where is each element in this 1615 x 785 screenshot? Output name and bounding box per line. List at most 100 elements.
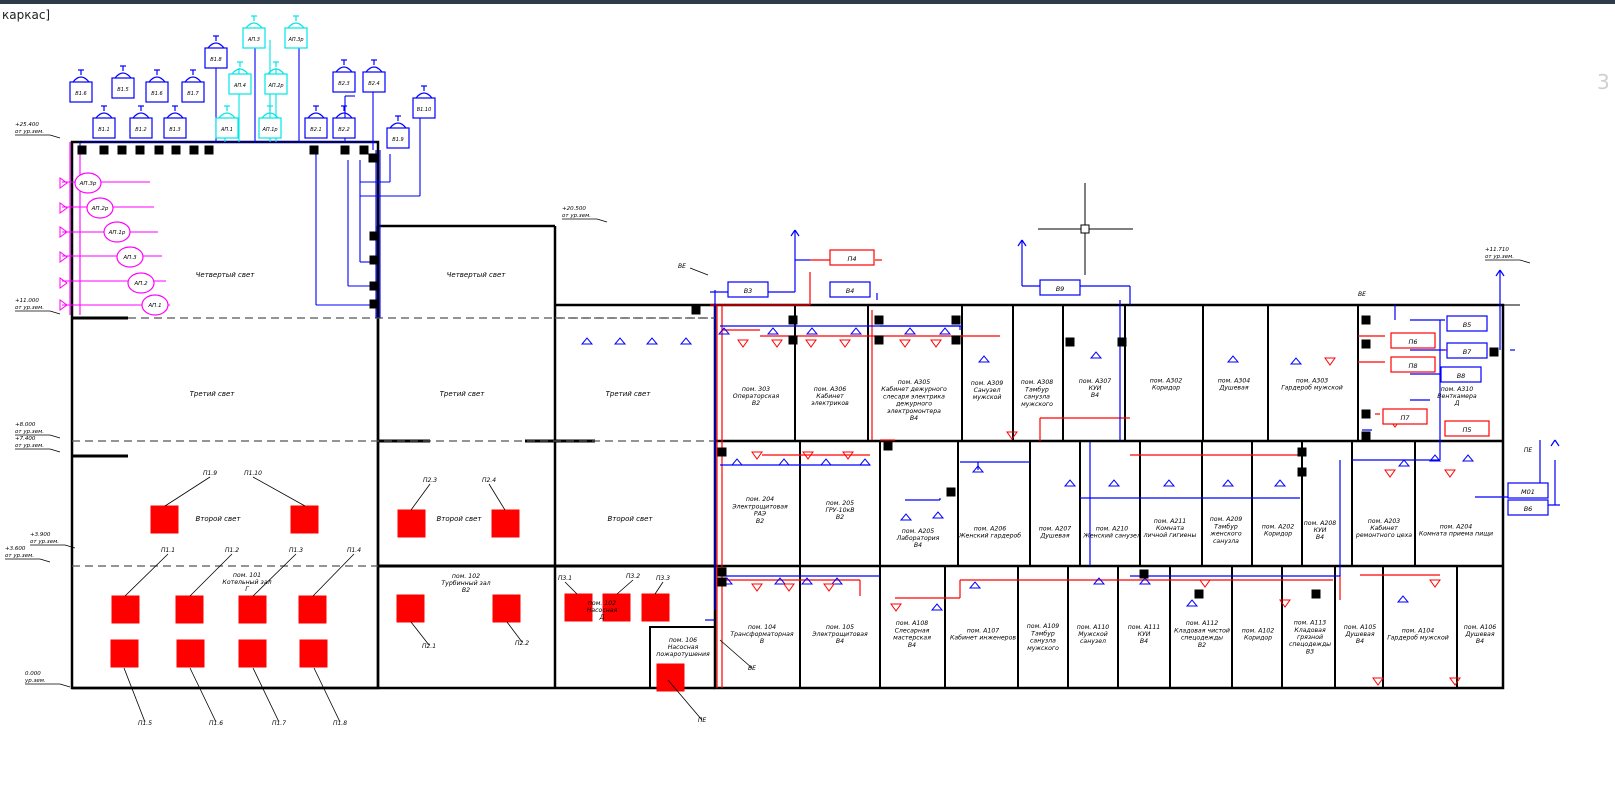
magenta-unit-body: [141, 294, 169, 316]
level-mark-value: +3.900: [30, 532, 51, 538]
roof-fan-label: В1.2: [135, 127, 146, 133]
room-label: Г: [245, 586, 249, 593]
damper: [359, 145, 369, 155]
roof-fan-hood: [207, 42, 225, 49]
room-label: В4: [1091, 392, 1099, 399]
room-label: Лаборатория: [896, 534, 940, 542]
exhaust-unit-box: [1440, 366, 1482, 383]
damper: [189, 145, 199, 155]
damper: [951, 335, 961, 345]
damper: [369, 281, 379, 291]
leader-line: [616, 579, 634, 595]
leader-line: [488, 483, 506, 511]
room-label: электромонтера: [887, 408, 941, 415]
building-walls: [70, 140, 1520, 690]
equipment-callout: П1.10: [244, 470, 262, 477]
damper: [691, 305, 701, 315]
magenta-unit-body: [103, 221, 131, 243]
marker-label: ВЕ: [678, 263, 686, 270]
roof-fan-body: [228, 73, 252, 95]
exhaust-diffuser: [938, 327, 952, 335]
level-mark-value: +8.000: [15, 422, 36, 428]
supply-diffuser: [823, 583, 835, 592]
room-label: Насосная: [668, 644, 699, 651]
exhaust-unit-box: [1446, 342, 1488, 359]
damper: [788, 315, 798, 325]
window-top-strip: [0, 0, 1615, 4]
room-label: санузла: [1030, 638, 1056, 645]
room-label: пом. А207: [1039, 525, 1072, 532]
room-label: В2: [462, 587, 470, 594]
room-label: Комната приема пищи: [1419, 531, 1493, 538]
roof-fan-label: АП.4: [233, 83, 246, 89]
damper: [717, 567, 727, 577]
magenta-unit-body: [86, 197, 114, 219]
damper: [717, 447, 727, 457]
equipment-block: [298, 595, 327, 624]
exhaust-diffuser: [1185, 599, 1199, 607]
room-label: пом. 205: [826, 500, 854, 507]
supply-unit-label: П7: [1400, 414, 1410, 422]
roof-fan-label: В1.3: [169, 127, 180, 133]
room-label: В3: [1306, 648, 1314, 655]
roof-fan-hood: [267, 68, 285, 75]
room-label: Санузел: [974, 387, 1001, 394]
supply-unit-label: П8: [1408, 362, 1417, 370]
room-label: пом. А104: [1402, 627, 1435, 634]
room-label: пом. А304: [1218, 377, 1251, 384]
equipment-block: [641, 593, 670, 622]
roof-fans: [59, 15, 436, 316]
magenta-unit-body: [74, 172, 102, 194]
equipment-block: [656, 663, 685, 692]
exhaust-diffuser: [800, 577, 814, 585]
damper: [1311, 589, 1321, 599]
room-label: спецодежды: [1181, 635, 1223, 642]
room-label: Д: [599, 614, 605, 621]
damper: [788, 335, 798, 345]
supply-diffuser: [1372, 677, 1384, 686]
level-mark-sub: от ур.зем.: [15, 129, 44, 135]
viewcube-badge[interactable]: 3: [1597, 70, 1610, 94]
damper: [1065, 337, 1075, 347]
leader-line: [654, 581, 664, 595]
room-label: ремонтного цеха: [1355, 532, 1412, 539]
exhaust-diffuser: [1107, 479, 1121, 487]
supply-unit-label: П5: [1462, 426, 1471, 434]
room-label: пом. А210: [1096, 525, 1129, 532]
damper: [154, 145, 164, 155]
room-label: В2: [752, 400, 760, 407]
room-label: пом. А309: [971, 380, 1004, 387]
magenta-valve: [59, 299, 68, 311]
exhaust-diffuser: [645, 337, 659, 345]
equipment-block: [238, 595, 267, 624]
room-label: Кабинет дежурного: [881, 385, 947, 393]
exhaust-unit-box: [829, 281, 871, 298]
room-label: Кладовая: [1294, 627, 1326, 634]
room-label: пом. А205: [902, 528, 935, 535]
equipment-block: [602, 593, 631, 622]
room-label: Турбинный зал: [441, 579, 490, 587]
roof-fan-body: [215, 117, 239, 139]
exhaust-diffuser: [679, 337, 693, 345]
level-mark-tick: [49, 134, 61, 139]
equipment-block: [299, 639, 328, 668]
leader-line: [313, 667, 341, 723]
level-mark-sub: от ур.зем.: [562, 213, 591, 219]
room-label: Коридор: [1152, 385, 1180, 392]
equipment-block: [175, 595, 204, 624]
damper: [117, 145, 127, 155]
equipment-block: [564, 593, 593, 622]
leader-line: [410, 483, 431, 511]
room-label: В4: [1140, 638, 1148, 645]
roof-fan-body: [386, 127, 410, 149]
room-label: пом. А307: [1079, 378, 1112, 385]
roof-fan-hood: [148, 76, 166, 83]
room-label: ГРУ-10кВ: [825, 507, 854, 514]
view-mode-label[interactable]: каркас]: [2, 8, 51, 22]
magenta-valve: [59, 277, 68, 289]
roof-fan-body: [181, 81, 205, 103]
roof-fan-hood: [245, 22, 263, 29]
damper: [1361, 339, 1371, 349]
